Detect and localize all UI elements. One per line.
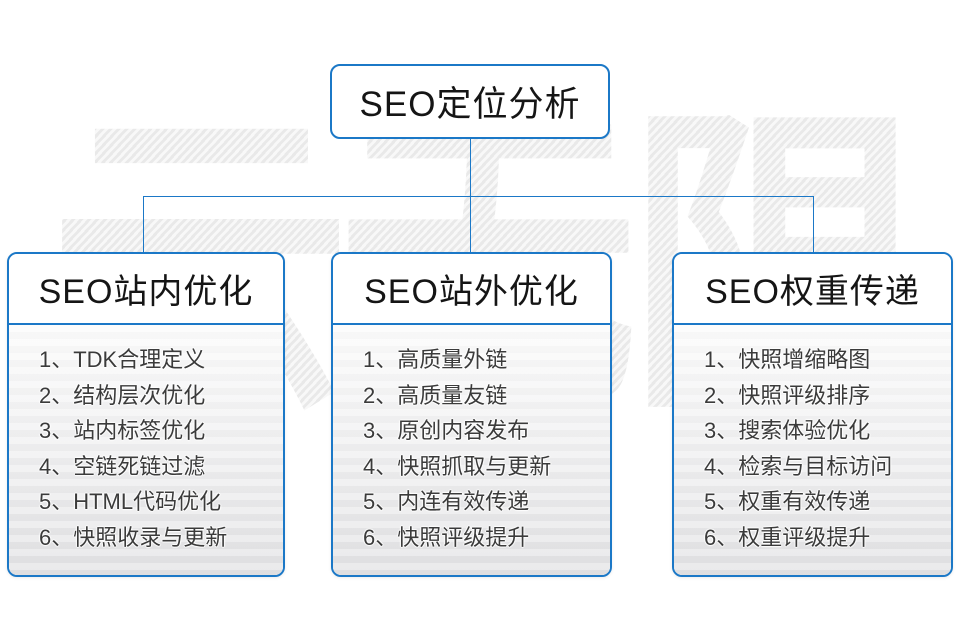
list-item: 1、高质量外链 [363,347,508,372]
column-offpage-header: SEO站外优化 [333,254,610,325]
connector-middle-drop [470,196,471,253]
list-item: 3、搜索体验优化 [704,418,871,443]
column-weight-header: SEO权重传递 [674,254,951,325]
list-item: 4、快照抓取与更新 [363,453,552,479]
list-item: 3、站内标签优化 [39,418,206,443]
column-onpage-list: 1、TDK合理定义 2、结构层次优化 3、站内标签优化 4、空链死链过滤 5、H… [9,325,283,575]
list-item: 6、快照收录与更新 [39,524,228,550]
connector-left-drop [143,196,144,253]
list-item: 4、空链死链过滤 [39,453,206,479]
column-onpage-seo: SEO站内优化 1、TDK合理定义 2、结构层次优化 3、站内标签优化 4、空链… [7,252,285,577]
list-item: 5、权重有效传递 [704,489,871,514]
column-weight-list: 1、快照增缩略图 2、快照评级排序 3、搜索体验优化 4、检索与目标访问 5、权… [674,325,951,575]
root-node-title: SEO定位分析 [359,85,581,124]
column-offpage-list: 1、高质量外链 2、高质量友链 3、原创内容发布 4、快照抓取与更新 5、内连有… [333,325,610,575]
column-onpage-title: SEO站内优化 [38,273,254,311]
column-offpage-seo: SEO站外优化 1、高质量外链 2、高质量友链 3、原创内容发布 4、快照抓取与… [331,252,612,577]
root-node: SEO定位分析 [330,64,610,139]
column-onpage-header: SEO站内优化 [9,254,283,325]
list-item: 6、快照评级提升 [363,524,530,550]
connector-right-drop [813,196,814,253]
list-item: 2、高质量友链 [363,382,508,408]
list-item: 6、权重评级提升 [704,524,871,550]
list-item: 2、快照评级排序 [704,382,871,408]
list-item: 4、检索与目标访问 [704,453,893,479]
connector-root-drop [470,139,471,197]
list-item: 3、原创内容发布 [363,418,530,443]
column-offpage-title: SEO站外优化 [364,273,579,311]
list-item: 2、结构层次优化 [39,382,206,408]
connector-rail [143,196,814,197]
list-item: 5、内连有效传递 [363,489,530,514]
list-item: 1、TDK合理定义 [39,347,206,372]
list-item: 5、HTML代码优化 [39,489,222,514]
list-item: 1、快照增缩略图 [704,347,871,372]
column-weight-title: SEO权重传递 [705,273,920,311]
column-weight-transfer: SEO权重传递 1、快照增缩略图 2、快照评级排序 3、搜索体验优化 4、检索与… [672,252,953,577]
